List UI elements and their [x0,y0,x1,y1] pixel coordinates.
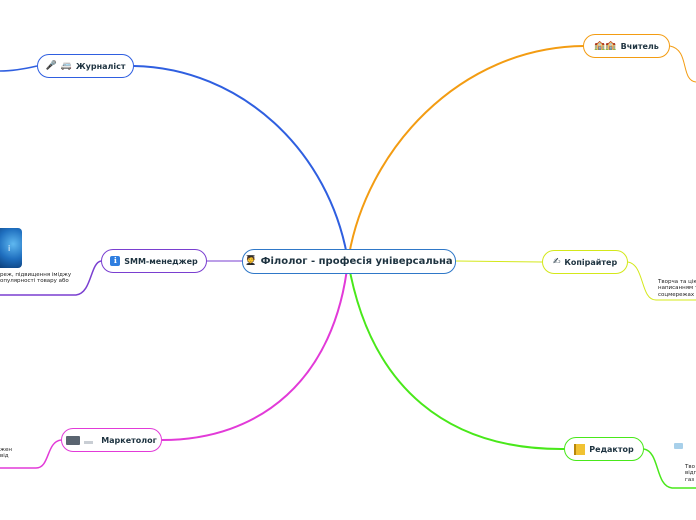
topic-marketer[interactable]: Маркетолог [61,428,162,452]
central-topic-label: Філолог - професія універсальна [260,256,453,267]
social-media-image: i [0,228,22,268]
topic-journalist-label: Журналіст [75,61,126,71]
topic-copywriter[interactable]: ✍ Копірайтер [542,250,628,274]
note-smm: реж, підвищення іміджу опулярності товар… [0,272,72,285]
topic-teacher-label: Вчитель [620,41,659,51]
microphone-icon: 🎤 [45,60,57,71]
topic-smm-manager[interactable]: ℹ SMM-менеджер [101,249,207,273]
connector-marketer [161,260,349,441]
student-icon: 🧑‍🎓 [245,256,257,266]
topic-editor[interactable]: Редактор [564,437,644,461]
writing-hand-icon: ✍ [552,256,561,267]
note-editor: Тво відп газ [685,464,696,483]
topic-marketer-label: Маркетолог [101,435,157,445]
computer-icon [66,435,81,445]
topic-teacher[interactable]: 🏫 🏫 Вчитель [583,34,670,58]
connector-copywriter [455,260,543,263]
note-copywriter: Творча та ціка написанням т соцмережах [658,279,696,298]
van-icon: 🚐 [60,60,72,71]
connector-teacher [347,45,585,262]
school-icon: 🏫 [605,40,617,51]
note-marketer: жен від [0,447,12,460]
connector-journalist [133,65,349,262]
keyboard-icon [84,441,94,444]
connector-journalist-left [0,65,38,72]
topic-journalist[interactable]: 🎤 🚐 Журналіст [37,54,134,78]
share-icon: i [8,244,11,253]
school-icon: 🏫 [594,40,606,51]
topic-smm-manager-label: SMM-менеджер [124,256,198,266]
connector-copywriter-note [627,261,696,301]
editor-thumbnail-icon [674,443,683,449]
connector-editor [347,260,565,451]
central-topic[interactable]: 🧑‍🎓 Філолог - професія універсальна [242,249,456,274]
info-icon: ℹ [110,256,121,266]
connector-editor-note [643,448,696,489]
topic-copywriter-label: Копірайтер [564,257,618,267]
connector-marketer-note [0,439,62,469]
connector-smm-note [0,260,102,296]
topic-editor-label: Редактор [589,444,634,454]
notebook-icon [574,443,586,455]
connector-teacher-note [669,45,696,83]
